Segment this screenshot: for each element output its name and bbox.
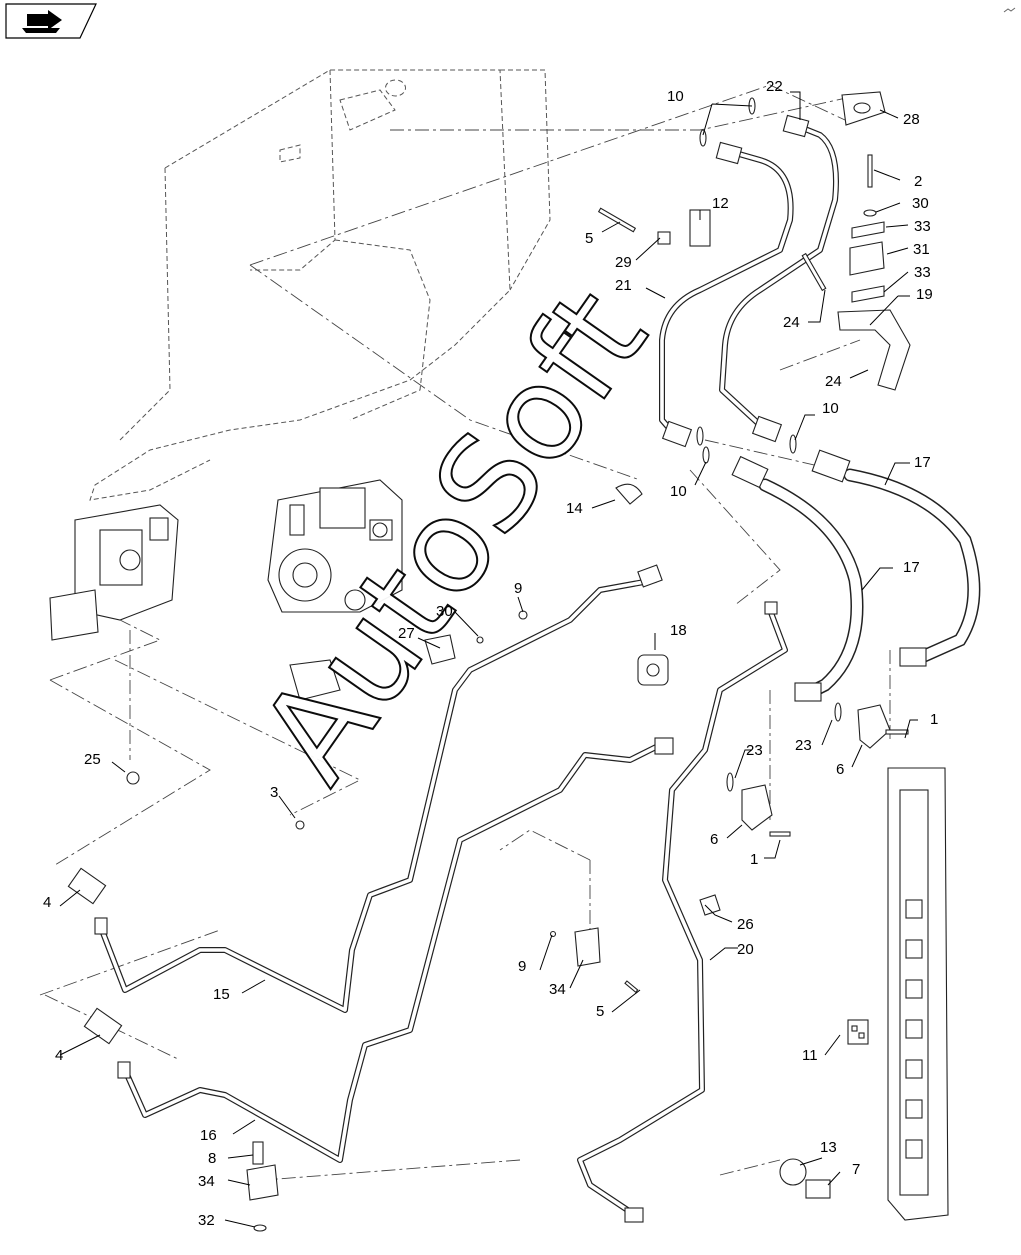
hose-17-lower (758, 478, 864, 702)
callout-29: 29 (615, 254, 632, 271)
callout-3: 3 (270, 784, 278, 801)
callout-6-a: 6 (836, 761, 844, 778)
callout-30-a: 30 (912, 195, 929, 212)
callout-leaders (59, 91, 918, 1228)
callout-2: 2 (914, 173, 922, 190)
callout-30-b: 30 (436, 603, 453, 620)
hose-17-upper (843, 468, 981, 667)
corner-mark-icon (1003, 7, 1016, 13)
callout-28: 28 (903, 111, 920, 128)
callout-33-a: 33 (914, 218, 931, 235)
callout-10-a: 10 (667, 88, 684, 105)
callout-7: 7 (852, 1161, 860, 1178)
callout-9-b: 9 (518, 958, 526, 975)
callout-12: 12 (712, 195, 729, 212)
callout-5-b: 5 (596, 1003, 604, 1020)
callout-labels: 10 22 28 2 30 33 12 5 31 29 33 21 19 24 … (43, 78, 938, 1229)
callout-1-a: 1 (930, 711, 938, 728)
rail-slots (905, 899, 923, 1159)
callout-6-b: 6 (710, 831, 718, 848)
callout-24-b: 24 (825, 373, 842, 390)
tube-22 (719, 122, 839, 428)
machine-frame-outline (89, 69, 551, 501)
callout-19: 19 (916, 286, 933, 303)
callout-10-b: 10 (822, 400, 839, 417)
tube-20 (577, 607, 788, 1218)
tube-21 (659, 147, 794, 438)
callout-34-b: 34 (198, 1173, 215, 1190)
callout-5-a: 5 (585, 230, 593, 247)
callout-31: 31 (913, 241, 930, 258)
callout-23-a: 23 (795, 737, 812, 754)
fittings (67, 91, 927, 1232)
tube-15 (97, 577, 658, 1013)
assembly-guide-lines (39, 84, 891, 1181)
callout-15: 15 (213, 986, 230, 1003)
callout-22: 22 (766, 78, 783, 95)
callout-25: 25 (84, 751, 101, 768)
callout-1-b: 1 (750, 851, 758, 868)
callout-23-b: 23 (746, 742, 763, 759)
callout-32: 32 (198, 1212, 215, 1229)
tube-16 (122, 742, 663, 1163)
callout-33-b: 33 (914, 264, 931, 281)
right-pump-assembly (267, 479, 403, 613)
callout-18: 18 (670, 622, 687, 639)
callout-21: 21 (615, 277, 632, 294)
callout-17-b: 17 (903, 559, 920, 576)
callout-17-a: 17 (914, 454, 931, 471)
side-rail (847, 767, 949, 1221)
arrow-book-icon[interactable] (5, 3, 97, 39)
left-pump-assembly (49, 504, 179, 641)
callout-8: 8 (208, 1150, 216, 1167)
callout-26: 26 (737, 916, 754, 933)
callout-16: 16 (200, 1127, 217, 1144)
callout-24-a: 24 (783, 314, 800, 331)
callout-13: 13 (820, 1139, 837, 1156)
callout-34-a: 34 (549, 981, 566, 998)
callout-11: 11 (802, 1047, 818, 1064)
callout-9-a: 9 (514, 580, 522, 597)
callout-10-c: 10 (670, 483, 687, 500)
callout-27: 27 (398, 625, 415, 642)
callout-14: 14 (566, 500, 583, 517)
callout-20: 20 (737, 941, 754, 958)
callout-4-b: 4 (55, 1047, 63, 1064)
callout-4-a: 4 (43, 894, 51, 911)
